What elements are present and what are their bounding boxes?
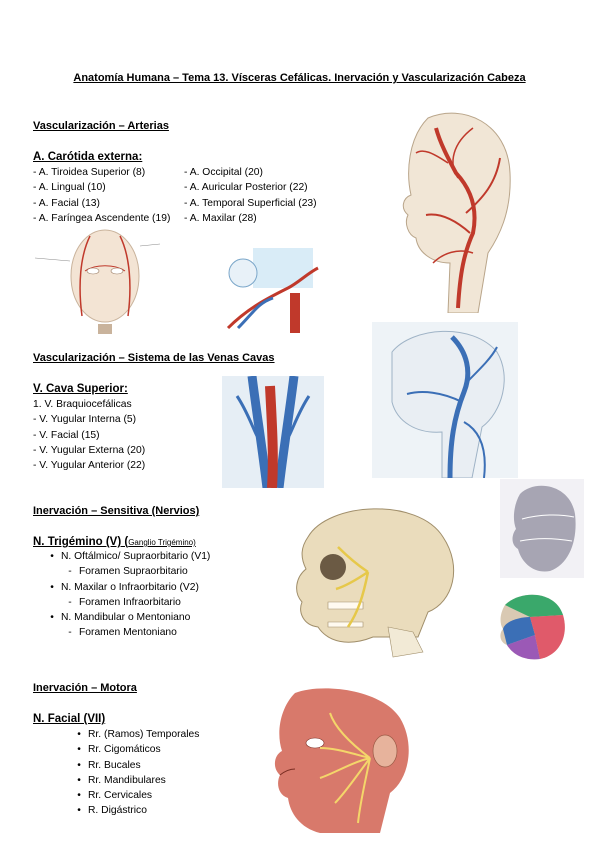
arteria-item: - A. Maxilar (28) [184,212,257,224]
trigemino-title: N. Trigémino (V) ( [33,536,129,548]
facial-branch: Rr. Cervicales [70,788,199,803]
trigemino-foramen: Foramen Supraorbitario [43,564,210,579]
vena-item: - V. Yugular Interna (5) [33,414,137,426]
arterias-col2: - A. Occipital (20) - A. Auricular Poste… [184,165,317,226]
arterias-col1: - A. Tiroidea Superior (8) - A. Lingual … [33,165,170,226]
venas-list: 1. V. Braquiocefálicas - V. Yugular Inte… [33,397,145,473]
facial-branch: Rr. (Ramos) Temporales [70,727,199,742]
sensitiva-heading: Inervación – Sensitiva (Nervios) [33,505,200,517]
trigemino-list: N. Oftálmico/ Supraorbitario (V1) Forame… [43,549,210,641]
arteria-item: - A. Occipital (20) [184,167,263,178]
face-dermatomes-gray-illustration [500,479,584,578]
arteria-item: - A. Auricular Posterior (22) [184,182,308,194]
arterias-heading: Vascularización – Arterias [33,120,169,132]
arteria-item: - A. Facial (13) [33,197,100,209]
arteria-item: - A. Faríngea Ascendente (19) [33,212,171,224]
trigemino-branch: N. Maxilar o Infraorbitario (V2) [43,580,210,595]
facial-list: Rr. (Ramos) Temporales Rr. Cigomáticos R… [70,727,199,819]
neck-veins-illustration [222,376,324,488]
trigemino-branch: N. Oftálmico/ Supraorbitario (V1) [43,549,210,564]
arterial-face-frontal-illustration [30,226,180,334]
skull-trigeminal-illustration [268,497,468,665]
trigemino-subheading: N. Trigémino (V) (Ganglio Trigémino) [33,536,196,548]
facial-nerve-illustration [240,683,450,833]
facial-branch: Rr. Mandibulares [70,773,199,788]
page-title: Anatomía Humana – Tema 13. Vísceras Cefá… [73,72,526,84]
facial-branch: Rr. Bucales [70,758,199,773]
trigemino-foramen: Foramen Mentoniano [43,625,210,640]
venous-head-lateral-illustration [372,322,518,478]
facial-subheading: N. Facial (VII) [33,713,106,725]
vena-item: - V. Yugular Anterior (22) [33,460,146,472]
vena-item: - V. Yugular Externa (20) [33,444,146,456]
arteria-item: - A. Temporal Superficial (23) [184,197,317,209]
facial-branch: R. Digástrico [70,803,199,818]
arteria-item: - A. Tiroidea Superior (8) [33,167,146,178]
facial-branch: Rr. Cigomáticos [70,742,199,757]
cava-subheading: V. Cava Superior: [33,383,128,395]
arteria-item: - A. Lingual (10) [33,182,106,194]
trigemino-foramen: Foramen Infraorbitario [43,595,210,610]
arterial-face-detail-illustration [198,228,336,340]
vena-item: - V. Facial (15) [33,429,100,441]
face-dermatomes-color-illustration [475,585,585,665]
trigemino-ganglio: Ganglio Trigémino) [128,538,196,547]
vena-item: 1. V. Braquiocefálicas [33,399,132,410]
trigemino-branch: N. Mandibular o Mentoniano [43,610,210,625]
venas-heading: Vascularización – Sistema de las Venas C… [33,352,275,364]
motora-heading: Inervación – Motora [33,682,137,694]
carotida-subheading: A. Carótida externa: [33,151,143,163]
arterial-head-lateral-illustration [378,103,518,313]
